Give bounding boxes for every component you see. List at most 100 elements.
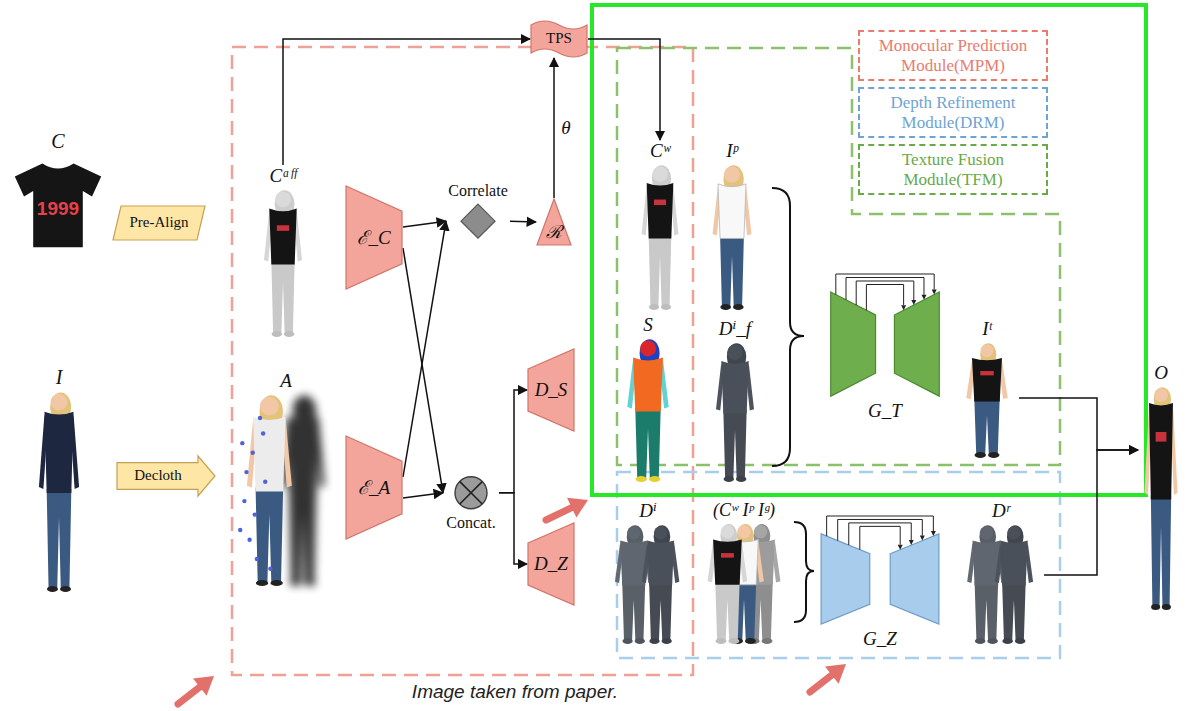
person-figure	[39, 392, 79, 592]
arrow-shaft	[810, 675, 832, 692]
shoe	[724, 476, 734, 482]
unet-generator: G_Z	[816, 514, 944, 650]
cross-mark	[460, 482, 482, 504]
shoe	[272, 331, 282, 337]
trapezoid	[528, 349, 574, 431]
node-outline	[826, 272, 944, 422]
skip-arrowhead	[909, 540, 914, 545]
body-shadow	[280, 395, 325, 586]
legend-text: Monocular Prediction Module(MPM)	[868, 36, 1038, 75]
correlate-diamond: Correlate	[446, 182, 510, 242]
node-label: C	[51, 130, 64, 153]
concat-circle: Concat.	[443, 472, 499, 532]
shoe	[304, 580, 316, 586]
trapezoid	[528, 523, 574, 605]
illustration	[264, 190, 302, 337]
shoe	[270, 580, 282, 586]
legend-text: Texture Fusion Module(TFM)	[868, 150, 1038, 189]
legs	[1151, 495, 1171, 606]
shoe	[622, 638, 632, 644]
node-label: Iᵖ	[726, 140, 738, 162]
skip-arrowhead	[911, 300, 916, 305]
torso	[1000, 541, 1028, 586]
node-label: Correlate	[448, 182, 508, 200]
node-label: O	[1154, 362, 1168, 384]
node-label: I	[56, 366, 63, 389]
keypoint-dot	[244, 470, 248, 474]
shirt-print	[654, 200, 666, 206]
node-outline	[698, 500, 790, 646]
process-box: Pre-Align	[112, 205, 206, 241]
head	[260, 397, 279, 416]
keypoint-dot	[263, 480, 267, 484]
node-label: Dʳ	[992, 500, 1010, 522]
legs	[974, 397, 999, 454]
keypoint-dot	[238, 528, 242, 532]
decoder-block: D_S	[527, 348, 575, 432]
shoe	[60, 586, 71, 592]
shoe	[1002, 638, 1013, 644]
person-figure	[713, 165, 752, 310]
decoder-half	[890, 534, 939, 624]
head	[275, 191, 291, 207]
shoe	[649, 638, 659, 644]
node-label: Dⁱ	[639, 500, 657, 522]
head	[737, 525, 750, 538]
keypoint-dot	[247, 538, 251, 542]
shoe	[762, 638, 773, 644]
legs	[271, 260, 294, 333]
annotation-arrow	[546, 498, 588, 520]
connector-arrow	[403, 221, 446, 477]
node-outline	[1138, 362, 1184, 612]
person-figure	[967, 525, 1005, 644]
person-figure	[966, 343, 1007, 458]
legend-item: Monocular Prediction Module(MPM)	[858, 30, 1048, 81]
process-arrow: Decloth	[116, 455, 216, 497]
legs	[723, 409, 746, 478]
node-outline	[958, 500, 1044, 646]
node-label: G_T	[868, 400, 902, 422]
illustration	[39, 392, 79, 592]
legs	[649, 234, 672, 306]
arrow-head	[567, 498, 588, 518]
node-label: (Cʷ Iᵖ Iᵍ)	[713, 500, 775, 521]
shirt-print	[1156, 432, 1167, 442]
torso	[633, 358, 663, 412]
shoe	[256, 580, 268, 586]
node-outline	[250, 165, 316, 339]
skip-arrowhead	[901, 305, 906, 310]
shoe	[649, 476, 660, 482]
shoe	[662, 638, 672, 644]
head	[652, 166, 667, 181]
shirt-print	[277, 225, 289, 231]
person-figure	[716, 343, 754, 482]
shoe	[1162, 604, 1171, 610]
image-panel: Dⁱ_f	[702, 318, 768, 484]
node-outline	[702, 318, 768, 484]
connector-arrow	[1044, 450, 1138, 575]
head	[627, 526, 640, 539]
node-label: Dⁱ_f	[719, 318, 751, 340]
shirt-print-text: 1999	[37, 198, 79, 219]
node-label: G_Z	[863, 628, 897, 650]
circle	[455, 477, 487, 509]
illustration	[627, 339, 668, 482]
arrow-shaft	[178, 687, 200, 704]
head	[293, 397, 312, 416]
image-panel: A	[234, 370, 338, 588]
illustration	[967, 525, 1033, 644]
edge-label-wrap: θ	[559, 117, 572, 139]
image-panel: Iᵖ	[702, 140, 762, 312]
connector-arrow	[499, 493, 527, 564]
head	[981, 344, 994, 357]
drm-region	[617, 472, 1060, 658]
node-label: Iᵗ	[982, 318, 992, 340]
head	[1007, 526, 1020, 539]
person-figure	[1144, 387, 1177, 610]
shoe	[716, 638, 727, 644]
illustration	[615, 525, 679, 644]
skip-arrowhead	[932, 290, 937, 295]
shoe	[975, 638, 986, 644]
shirt-print	[721, 553, 734, 558]
connector-arrow	[403, 493, 443, 498]
